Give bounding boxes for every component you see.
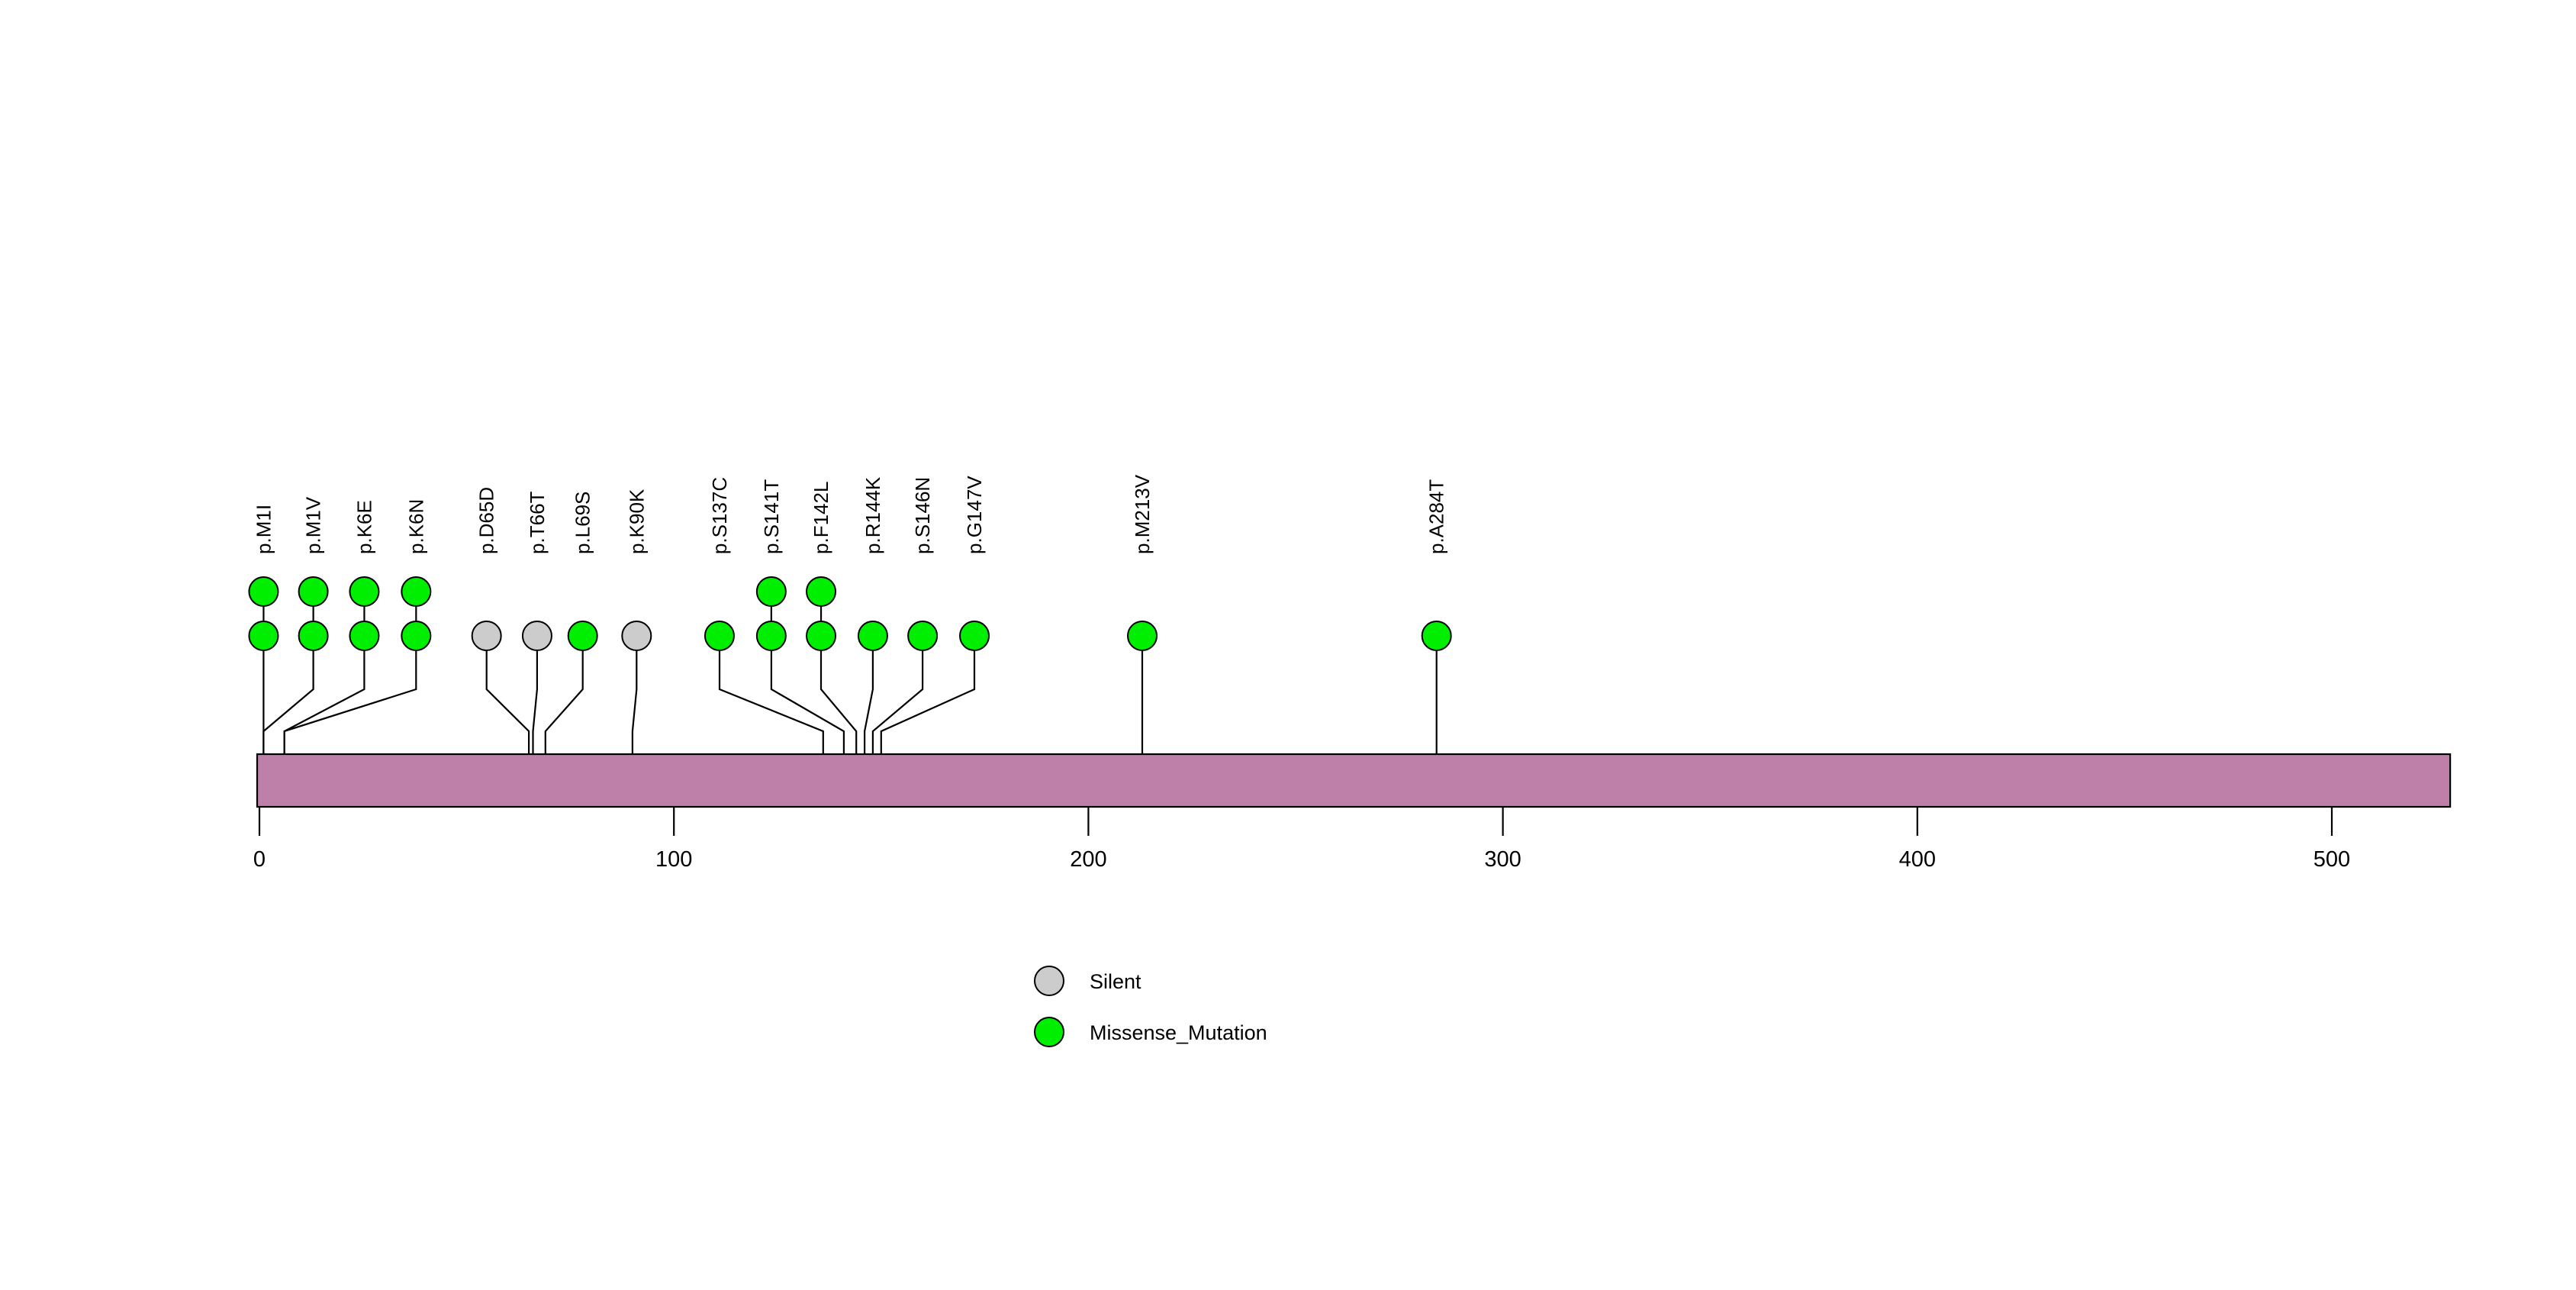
mutation-markers-group — [248, 576, 1452, 651]
legend-swatch-silent[interactable] — [1034, 966, 1064, 996]
axis-tick-label: 0 — [253, 847, 266, 872]
mutation-label: p.T66T — [526, 491, 549, 553]
mutation-label: p.G147V — [963, 476, 986, 554]
mutation-label: p.S141T — [760, 479, 783, 554]
mutation-marker-dot[interactable] — [621, 621, 652, 651]
mutation-marker-dot[interactable] — [1127, 621, 1158, 651]
axis-tick-label: 500 — [2314, 847, 2350, 872]
mutation-marker-dot[interactable] — [857, 621, 888, 651]
mutation-marker-dot[interactable] — [521, 621, 552, 651]
mutation-marker-dot[interactable] — [248, 576, 279, 607]
mutation-label: p.S137C — [708, 477, 731, 554]
legend-label-missense_mutation: Missense_Mutation — [1090, 1021, 1267, 1044]
protein-backbone-group — [256, 753, 2452, 808]
mutation-label: p.L69S — [572, 492, 594, 554]
mutation-label: p.M1V — [302, 496, 325, 554]
mutation-marker-dot[interactable] — [1421, 621, 1452, 651]
axis-tick-label: 400 — [1899, 847, 1936, 872]
mutation-marker-dot[interactable] — [755, 621, 787, 651]
mutation-marker-dot[interactable] — [401, 621, 432, 651]
mutation-marker-dot[interactable] — [806, 621, 837, 651]
axis-tick-label: 200 — [1070, 847, 1106, 872]
mutation-marker-dot[interactable] — [248, 621, 279, 651]
mutation-marker-dot[interactable] — [298, 621, 329, 651]
mutation-marker-dot[interactable] — [471, 621, 502, 651]
axis-tick-label: 300 — [1484, 847, 1521, 872]
mutation-label: p.D65D — [475, 487, 498, 554]
mutation-marker-dot[interactable] — [567, 621, 598, 651]
mutation-label: p.A284T — [1425, 479, 1448, 554]
mutation-marker-dot[interactable] — [349, 576, 380, 607]
axis-tick-label: 100 — [655, 847, 692, 872]
mutation-marker-dot[interactable] — [959, 621, 990, 651]
legend-label-silent: Silent — [1090, 970, 1141, 993]
mutation-label: p.F142L — [810, 482, 832, 554]
mutation-marker-dot[interactable] — [806, 576, 837, 607]
mutation-label: p.K90K — [625, 489, 648, 554]
mutation-labels-group: p.M1I p.M1V p.K6E p.K6N p.D65D p.T66T p.L69S p.… — [252, 474, 1447, 554]
protein-backbone-bar — [256, 753, 2452, 808]
mutation-label: p.K6E — [353, 500, 375, 554]
mutation-label: p.K6N — [404, 499, 427, 554]
mutation-marker-dot[interactable] — [704, 621, 735, 651]
mutation-marker-dot[interactable] — [907, 621, 939, 651]
mutation-label: p.M213V — [1131, 474, 1154, 554]
mutation-label: p.M1I — [252, 505, 275, 554]
mutation-label: p.S146N — [911, 477, 934, 554]
mutation-marker-dot[interactable] — [349, 621, 380, 651]
mutation-marker-dot[interactable] — [755, 576, 787, 607]
mutation-marker-dot[interactable] — [401, 576, 432, 607]
mutation-marker-dot[interactable] — [298, 576, 329, 607]
position-axis-group: 0 100 200 300 400 500 — [253, 807, 2350, 872]
legend-swatch-missense_mutation[interactable] — [1034, 1017, 1064, 1047]
mutation-label: p.R144K — [861, 476, 884, 554]
